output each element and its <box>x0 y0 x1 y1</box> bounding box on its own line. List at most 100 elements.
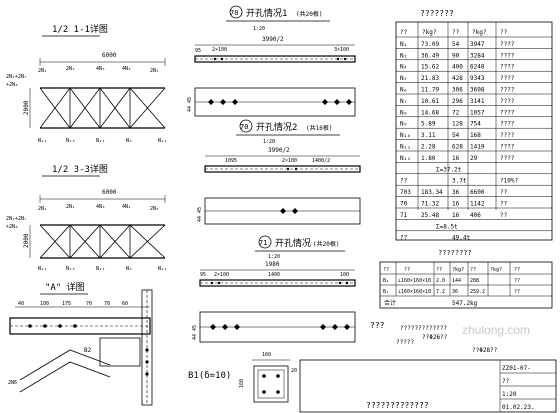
truss1-label-left-1: +2N₈ <box>6 82 18 88</box>
table1-title: ??????? <box>420 9 454 18</box>
table1-mid-2: 3.7t <box>452 178 467 185</box>
table1-cell: 1057 <box>470 109 485 116</box>
table1-cell: 428 <box>452 75 463 82</box>
table1-cell: 5.89 <box>421 121 436 128</box>
table1-cell: 128 <box>452 121 463 128</box>
table1-total-label: ?? <box>400 235 408 242</box>
beam3-dim-mid: 2×100 <box>214 272 229 278</box>
beam3-note: (共20根) <box>313 240 339 248</box>
table1-cell: 306 <box>452 87 463 94</box>
table1-cell: N₇ <box>400 98 407 105</box>
note-bolt-1: ??Φ26?? <box>422 334 448 341</box>
title-block-sheet: ?? <box>502 378 510 385</box>
notes: ??? ????????????? ????? ??Φ26?? ??Φ28?? <box>370 321 498 354</box>
title-block-scale: 1:20 <box>502 391 517 398</box>
table2-total-label: 合计 <box>384 299 396 307</box>
table1-cell: ???? <box>500 75 515 82</box>
detail-a: "A" 详图 40 100 175 70 70 60 B2 2N6 <box>8 281 153 406</box>
b1-dim-inner: 20 <box>291 368 297 374</box>
section-1-1-dim-top: 6000 <box>102 52 117 59</box>
table1-cell: ???? <box>500 64 515 71</box>
table1-cell: 36.49 <box>421 52 439 59</box>
section-3-3-dim-side: 2000 <box>23 233 30 248</box>
table1-cell: 296 <box>452 98 463 105</box>
table2-title: ???????? <box>438 249 472 257</box>
table1-cell: ???? <box>500 121 515 128</box>
table1-cell: 10.61 <box>421 98 439 105</box>
beam2-title: 开孔情况2 <box>256 121 297 133</box>
table2-cell: 7.2 <box>436 289 445 295</box>
truss2-label-top-0: 2N₁ <box>38 206 47 212</box>
title-block-dwg-no: ZZ01-07- <box>502 365 531 372</box>
table1-cell2: ?? <box>500 201 508 208</box>
truss2-label-top-3: 4N₄ <box>122 204 131 210</box>
table1-mid-3: ?10%? <box>500 178 518 185</box>
beam-hole-layout-2: 70 开孔情况2 (共16根) 1:20 3990/2 1095 2×100 1… <box>197 119 361 225</box>
table1-cell: 168 <box>470 132 481 139</box>
beam-hole-layout-1: 70 开孔情况1 (共20根) 1:20 3990/2 95 2×100 3×1… <box>187 5 356 117</box>
table1-cell: N₁ <box>400 41 407 48</box>
table1-cell: ???? <box>500 132 515 139</box>
truss2-label-bottom-4: N₁₂ <box>158 266 167 272</box>
beam3-circle-no: 71 <box>259 239 267 247</box>
beam1-dim-side: 44 45 <box>187 97 193 112</box>
b1-plate-section: B1(δ=10) 160 160 20 <box>188 352 297 403</box>
table1-header-0: ?? <box>400 29 408 36</box>
table1-cell2: 16 <box>452 212 460 219</box>
beam1-dim-mid: 2×100 <box>212 47 227 53</box>
truss2-label-bottom-0: N₁₂ <box>38 266 47 272</box>
table2-cell: ⊥160×160×10 <box>398 289 431 295</box>
beam3-title: 开孔情况 <box>275 237 311 249</box>
watermark-text: zhulong.com <box>462 323 530 337</box>
truss2-label-bottom-2: N₂₂ <box>96 266 105 272</box>
section-1-1-detail: 1/2 1-1详图 6000 2000 2N₁ 2N₂ 4N₃ 4N₄ 2N₅ … <box>6 23 167 144</box>
section-3-3-detail: 1/2 3-3详图 6000 2000 2N₁ 2N₂ 4N₃ 4N₄ 2N₅ … <box>6 163 167 272</box>
table1-cell: 11.79 <box>421 87 439 94</box>
table1-cell: ???? <box>500 155 515 162</box>
table1-cell: 29 <box>470 155 478 162</box>
detail-a-dim-1: 100 <box>40 301 49 307</box>
truss1-label-bottom-0: N₁₂ <box>38 138 47 144</box>
table1-cell2: ?? <box>500 212 508 219</box>
title-block-date: 01.02.23. <box>502 404 535 411</box>
table1-cell: N₉ <box>400 121 407 128</box>
table1-cell2: 183.34 <box>421 189 443 196</box>
b1-dim-top: 160 <box>262 352 271 358</box>
table1-cell2: 70 <box>400 201 408 208</box>
section-1-1-title: 1/2 1-1详图 <box>52 23 108 35</box>
detail-a-label-n6: 2N6 <box>8 380 17 386</box>
truss2-label-top-1: 2N₂ <box>66 204 75 210</box>
b1-title: B1(δ=10) <box>188 371 231 381</box>
detail-a-dim-4: 70 <box>104 301 110 307</box>
section-3-3-dim-top: 6000 <box>102 189 117 196</box>
beam2-scale: 1:20 <box>263 139 275 145</box>
beam2-circle-no: 70 <box>240 123 248 131</box>
table1-cell2: 6600 <box>470 189 485 196</box>
table1-header-2: ?? <box>452 29 460 36</box>
table1-cell: ???? <box>500 41 515 48</box>
beam3-dim-top: 1980 <box>265 261 280 268</box>
table1-cell: N₁₂ <box>400 155 411 162</box>
table1-cell: 628 <box>452 144 463 151</box>
table1-cell: 3947 <box>470 41 485 48</box>
detail-a-dim-2: 175 <box>62 301 71 307</box>
truss1-label-bottom-1: N₁₃ <box>66 138 75 144</box>
table1-cell: 9343 <box>470 75 485 82</box>
table1-cell: 3284 <box>470 52 485 59</box>
beam3-dim-mid2: 1400 <box>268 272 280 278</box>
table1-cell: 14.68 <box>421 109 439 116</box>
table1-cell: ???? <box>500 98 515 105</box>
note-line-1: ????????????? <box>400 325 447 332</box>
truss2-label-top-2: 4N₃ <box>96 204 105 210</box>
table1-sum1: Σ=37.2t <box>436 166 462 173</box>
table1-cell: 3608 <box>470 87 485 94</box>
truss1-label-bottom-3: N₃ <box>126 138 132 144</box>
table2-cell: 144 <box>452 278 461 284</box>
truss2-label-top-4: 2N₅ <box>150 206 159 212</box>
table1-mid-0: ?? <box>400 178 408 185</box>
table1-cell: N₁₀ <box>400 132 411 139</box>
table2-cell: 36 <box>452 289 458 295</box>
note-line-2: ????? <box>396 339 414 346</box>
detail-a-dim-3: 70 <box>86 301 92 307</box>
